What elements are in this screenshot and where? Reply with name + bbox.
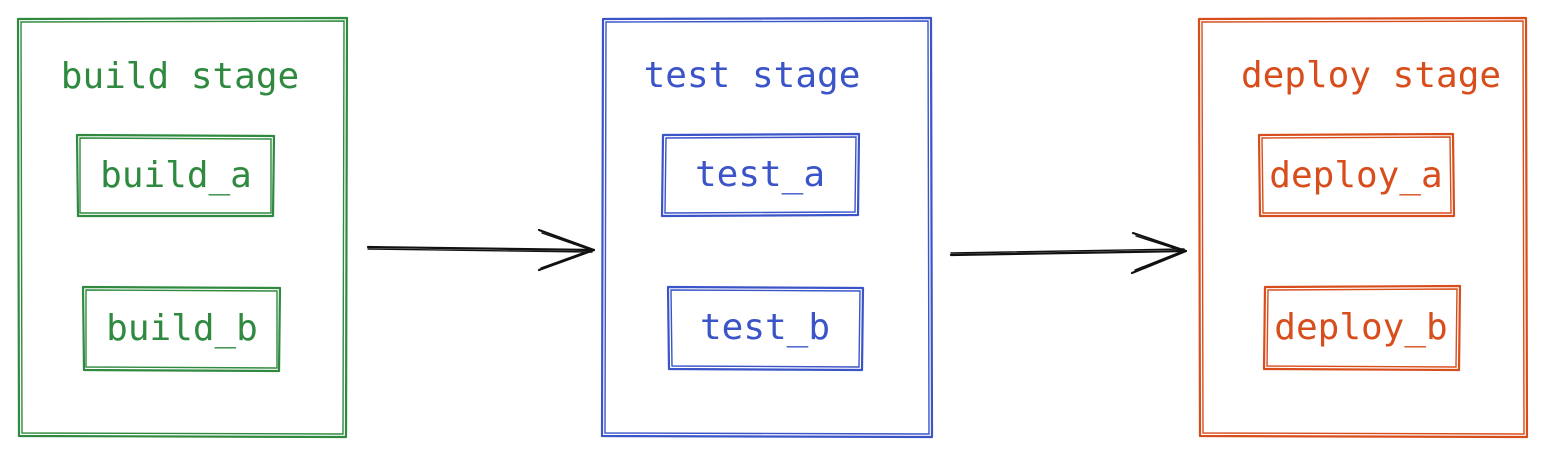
job-deploy-b: deploy_b bbox=[1262, 284, 1462, 372]
job-test-b-label: test_b bbox=[700, 307, 830, 348]
arrow-test-to-deploy bbox=[949, 231, 1188, 275]
job-build-b-label: build_b bbox=[106, 308, 258, 349]
stage-build-frame bbox=[16, 16, 349, 439]
stage-test: test stage test_a test_b bbox=[600, 16, 934, 439]
stage-build: build stage build_a build_b bbox=[16, 16, 349, 439]
job-build-a: build_a bbox=[75, 133, 276, 218]
job-build-a-label: build_a bbox=[100, 155, 252, 196]
stage-deploy: deploy stage deploy_a deploy_b bbox=[1197, 16, 1529, 439]
job-test-a: test_a bbox=[660, 132, 861, 218]
job-test-a-label: test_a bbox=[695, 154, 825, 195]
stage-test-frame bbox=[600, 16, 934, 439]
stage-test-title: test stage bbox=[644, 55, 861, 96]
arrow-build-to-test bbox=[366, 228, 596, 272]
stage-build-title: build stage bbox=[61, 56, 299, 97]
job-build-b: build_b bbox=[81, 285, 282, 373]
job-deploy-a: deploy_a bbox=[1257, 132, 1456, 218]
job-test-b: test_b bbox=[666, 285, 865, 372]
stage-deploy-title: deploy stage bbox=[1241, 55, 1501, 96]
job-deploy-b-label: deploy_b bbox=[1274, 307, 1447, 348]
job-deploy-a-label: deploy_a bbox=[1269, 155, 1442, 196]
stage-deploy-frame bbox=[1197, 16, 1529, 439]
